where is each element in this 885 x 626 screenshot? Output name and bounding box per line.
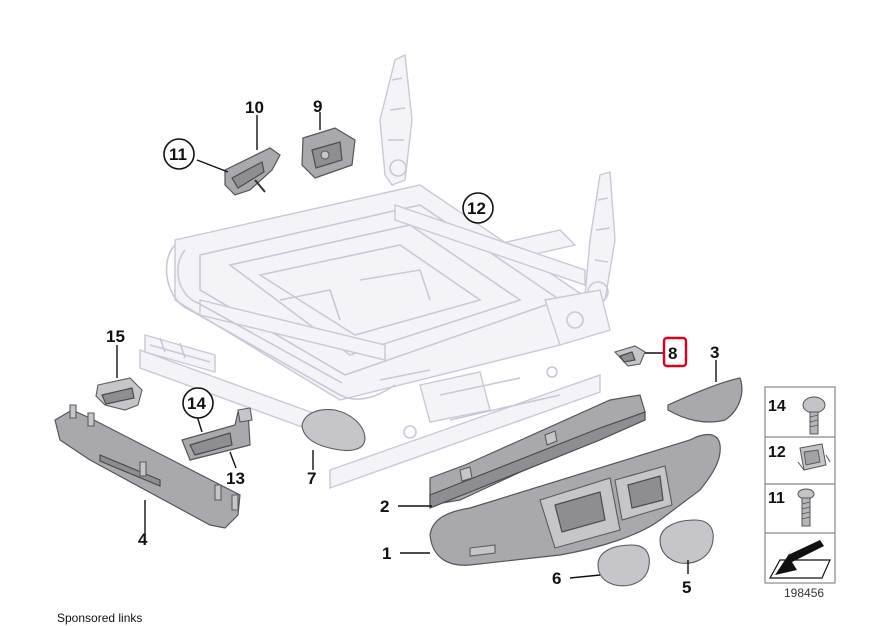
- sponsored-links-label[interactable]: Sponsored links: [57, 611, 143, 625]
- callout-11: 11: [169, 145, 187, 164]
- clip-nut-icon: [797, 443, 831, 471]
- callout-9: 9: [313, 97, 322, 116]
- screw-icon: [802, 396, 826, 435]
- legend-label-11: 11: [768, 490, 785, 507]
- part-5-knob: [659, 519, 714, 564]
- callout-10: 10: [245, 98, 264, 117]
- callout-14: 14: [187, 394, 206, 413]
- callout-3: 3: [710, 343, 719, 362]
- part-6-knob: [597, 544, 650, 587]
- part-3-end-cap: [667, 377, 743, 423]
- callout-11-circle: [163, 138, 195, 170]
- callout-8: 8: [668, 344, 677, 363]
- callout-labels: 1 2 3 4 5 6 7 8 9 10 11 12 13 14 15: [106, 97, 719, 597]
- part-8-clip: [613, 345, 646, 367]
- callout-2: 2: [380, 497, 389, 516]
- hardware-legend: 14 12 11: [764, 386, 836, 584]
- part-2-rail-cover: [429, 394, 646, 509]
- part-13-harness-bracket: [181, 407, 253, 461]
- callout-12-circle: [462, 192, 494, 224]
- callout-14-circle: [182, 387, 214, 419]
- callout-13: 13: [226, 469, 245, 488]
- part-1-outer-trim: [429, 434, 721, 566]
- part-15-cover: [95, 377, 143, 411]
- diagram-number: 198456: [784, 586, 824, 600]
- direction-arrow-icon: [768, 540, 831, 579]
- bolt-icon: [797, 488, 815, 527]
- legend-label-14: 14: [768, 398, 786, 415]
- callout-12: 12: [467, 199, 486, 218]
- callout-5: 5: [682, 578, 691, 597]
- callout-1: 1: [382, 544, 391, 563]
- leader-lines: [116, 112, 717, 579]
- part-4-inner-trim: [54, 404, 241, 529]
- callout-4: 4: [138, 530, 148, 549]
- part-9-bracket: [301, 127, 356, 179]
- callout-8-highlight-box: [662, 336, 688, 368]
- legend-label-12: 12: [768, 444, 786, 461]
- seat-frame-outline: [139, 53, 616, 489]
- part-7-switch-cover: [301, 409, 366, 452]
- callout-7: 7: [307, 469, 316, 488]
- callout-15: 15: [106, 327, 125, 346]
- part-10-mount-bracket: [224, 147, 281, 196]
- callout-6: 6: [552, 569, 561, 588]
